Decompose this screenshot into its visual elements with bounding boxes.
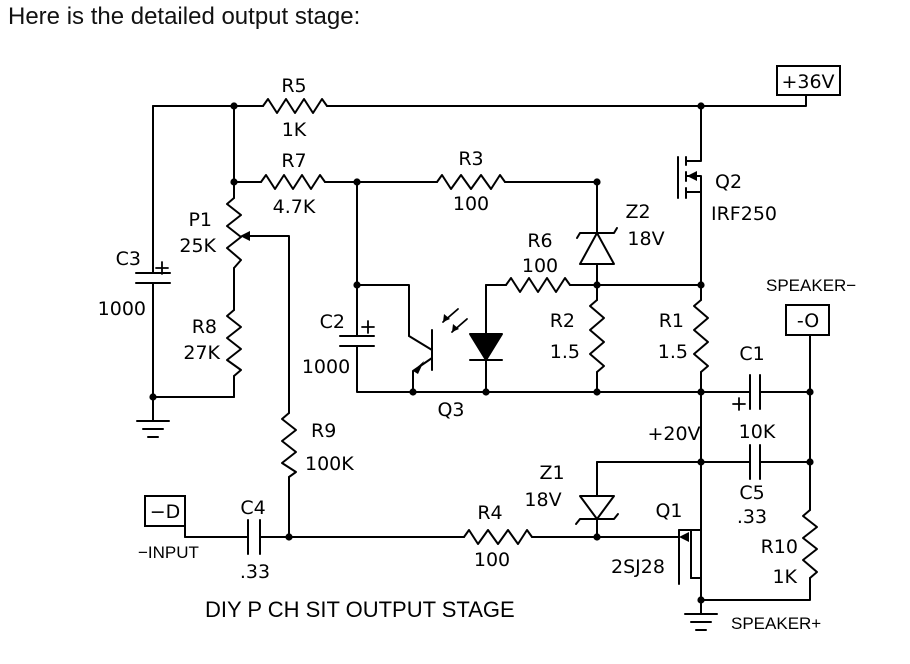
- r10-ref: R10: [761, 536, 798, 558]
- capacitor-c4-symbol: [247, 519, 261, 555]
- r1-ref: R1: [659, 310, 684, 332]
- p1-ref: P1: [188, 209, 212, 231]
- capacitor-c5-symbol: [742, 444, 768, 480]
- r9-ref: R9: [311, 420, 336, 442]
- sit-q1-symbol: [678, 529, 702, 601]
- labels: R5 1K R7 4.7K R3 100 R6 100 R2 1.5 R1 1.…: [98, 75, 857, 633]
- r9-value: 100K: [305, 453, 354, 475]
- r8-ref: R8: [192, 316, 217, 338]
- r1-value: 1.5: [658, 341, 688, 363]
- c5-ref: C5: [739, 482, 764, 504]
- capacitor-c1-symbol: [732, 374, 768, 411]
- resistor-r6-symbol: [505, 277, 571, 293]
- resistor-r8-symbol: [226, 309, 242, 377]
- potentiometer-p1-symbol: [226, 197, 263, 269]
- zener-diode-z1-symbol: [575, 495, 619, 525]
- p1-value: 25K: [179, 235, 216, 257]
- led-symbol: [469, 333, 503, 361]
- r5-ref: R5: [281, 75, 306, 97]
- r2-value: 1.5: [550, 341, 580, 363]
- c3-ref: C3: [116, 248, 141, 270]
- c2-value: 1000: [302, 356, 350, 378]
- q2-value: IRF250: [711, 203, 777, 225]
- capacitor-c3-symbol: [135, 261, 171, 294]
- r8-value: 27K: [183, 342, 220, 364]
- r6-value: 100: [522, 255, 558, 277]
- q1-ref: Q1: [655, 500, 682, 522]
- mosfet-q2-symbol: [677, 147, 702, 199]
- input-terminal: −D: [144, 495, 186, 538]
- resistor-r7-symbol: [260, 174, 326, 190]
- c1-value: 10K: [739, 421, 776, 443]
- q3-ref: Q3: [437, 399, 464, 421]
- ground-bottom-symbol: [684, 613, 718, 631]
- c5-value: .33: [737, 506, 767, 528]
- r3-value: 100: [453, 193, 489, 215]
- c3-value: 1000: [98, 298, 146, 320]
- resistor-r1-symbol: [693, 299, 709, 373]
- rail-20v-label: +20V: [647, 423, 700, 445]
- resistor-r10-symbol: [802, 509, 818, 579]
- c1-ref: C1: [739, 343, 764, 365]
- speaker-minus-label: SPEAKER−: [766, 276, 856, 295]
- zener-diode-z2-symbol: [576, 227, 618, 265]
- resistor-r4-symbol: [463, 529, 533, 545]
- wires: [152, 94, 811, 615]
- ground-left-symbol: [136, 420, 170, 438]
- r7-value: 4.7K: [273, 196, 316, 218]
- r4-value: 100: [474, 549, 510, 571]
- r7-ref: R7: [281, 150, 306, 172]
- input-box-label: −D: [150, 501, 181, 523]
- resistor-r5-symbol: [262, 98, 328, 114]
- c4-ref: C4: [240, 497, 265, 519]
- resistor-r3-symbol: [436, 174, 506, 190]
- r10-value: 1K: [772, 566, 797, 588]
- supply-terminal: +36V: [776, 65, 841, 96]
- z2-ref: Z2: [625, 201, 650, 223]
- q2-ref: Q2: [715, 171, 742, 193]
- diagram-title: DIY P CH SIT OUTPUT STAGE: [205, 597, 515, 622]
- speaker-minus-terminal: -O: [785, 304, 830, 336]
- capacitor-c2-symbol: [339, 320, 375, 356]
- r5-value: 1K: [282, 119, 307, 141]
- z2-value: 18V: [627, 228, 664, 250]
- resistor-r2-symbol: [589, 299, 605, 373]
- c2-ref: C2: [320, 311, 345, 333]
- resistor-r9-symbol: [281, 412, 297, 478]
- intro-text: Here is the detailed output stage:: [8, 3, 361, 30]
- speaker-plus-label: SPEAKER+: [731, 614, 821, 633]
- r4-ref: R4: [477, 502, 502, 524]
- z1-ref: Z1: [539, 462, 564, 484]
- c4-value: .33: [240, 561, 270, 583]
- speaker-minus-box-label: -O: [797, 310, 819, 332]
- r6-ref: R6: [527, 230, 552, 252]
- z1-value: 18V: [524, 489, 561, 511]
- input-label: −INPUT: [138, 543, 199, 562]
- supply-label: +36V: [781, 71, 834, 93]
- junction-dots: [149, 102, 814, 604]
- r3-ref: R3: [458, 148, 483, 170]
- phototransistor-q3-symbol: [408, 308, 468, 393]
- r2-ref: R2: [550, 310, 575, 332]
- q1-value: 2SJ28: [611, 556, 665, 578]
